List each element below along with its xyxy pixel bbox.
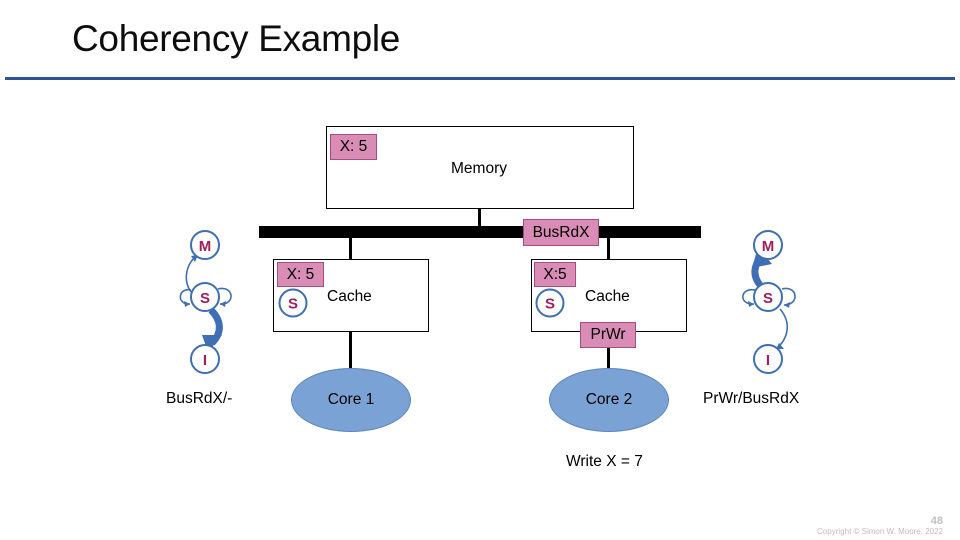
state-machine-left-label: BusRdX/- bbox=[166, 390, 233, 407]
cache2-core2-connector bbox=[607, 332, 610, 368]
bus-message-badge: BusRdX bbox=[523, 219, 599, 246]
cache1-state-circle: S bbox=[278, 288, 308, 318]
page-title: Coherency Example bbox=[72, 18, 401, 59]
bus-cache2-connector bbox=[607, 236, 610, 260]
svg-text:I: I bbox=[203, 352, 207, 369]
svg-text:M: M bbox=[762, 238, 775, 255]
memory-value-badge: X: 5 bbox=[330, 134, 377, 160]
cache2-value-badge: X:5 bbox=[534, 262, 576, 287]
core2-caption: Write X = 7 bbox=[566, 453, 643, 470]
core2: Core 2 bbox=[549, 368, 669, 432]
cache1-core1-connector bbox=[349, 332, 352, 368]
system-bus bbox=[259, 226, 701, 238]
svg-text:S: S bbox=[545, 296, 555, 313]
svg-text:S: S bbox=[763, 290, 773, 307]
cache2-event-badge: PrWr bbox=[580, 322, 636, 348]
svg-text:I: I bbox=[766, 352, 770, 369]
title-divider bbox=[5, 77, 955, 80]
core1: Core 1 bbox=[291, 368, 411, 432]
state-machine-right-label: PrWr/BusRdX bbox=[703, 390, 800, 407]
memory-box bbox=[326, 126, 634, 209]
memory-label: Memory bbox=[451, 160, 507, 177]
copyright-notice: Copyright © Simon W. Moore, 2022 bbox=[817, 527, 943, 536]
svg-text:S: S bbox=[288, 296, 298, 313]
state-machine-left: M S I bbox=[160, 225, 280, 385]
state-machine-right: M S I bbox=[700, 225, 820, 385]
cache2-state-circle: S bbox=[535, 288, 565, 318]
bus-cache1-connector bbox=[349, 236, 352, 260]
memory-bus-connector bbox=[478, 209, 481, 229]
svg-text:M: M bbox=[199, 238, 212, 255]
cache1-value-badge: X: 5 bbox=[277, 262, 324, 287]
svg-text:S: S bbox=[200, 290, 210, 307]
cache2-label: Cache bbox=[585, 288, 630, 305]
cache1-label: Cache bbox=[327, 288, 372, 305]
page-number: 48 bbox=[930, 515, 943, 527]
